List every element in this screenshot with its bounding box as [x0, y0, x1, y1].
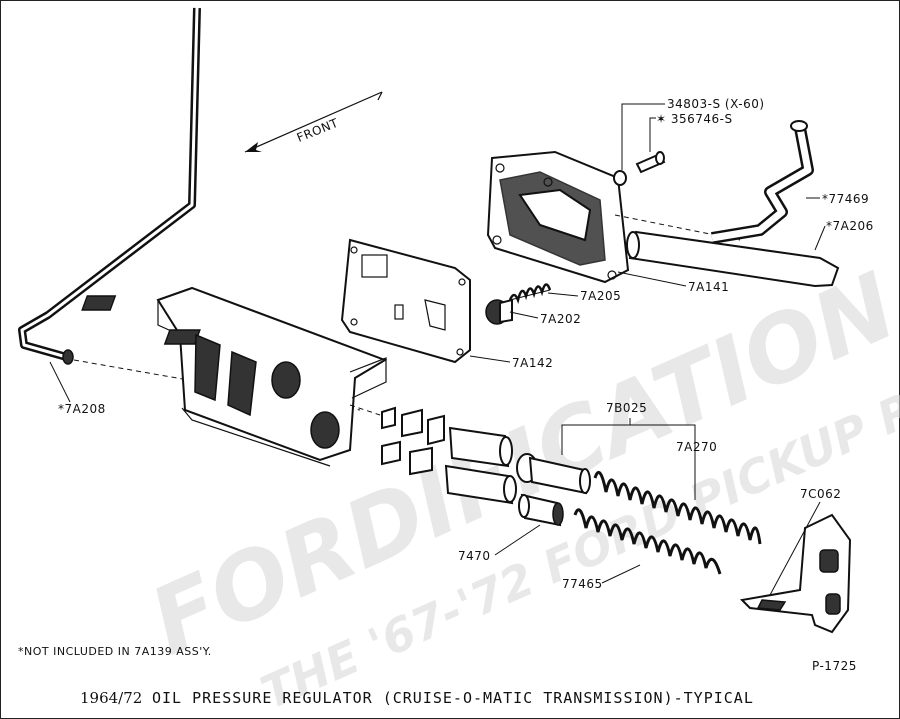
label-spring-7A270: 7A270: [676, 440, 717, 454]
cover-7A141: [486, 150, 630, 284]
spring-7A205: [508, 283, 552, 305]
spring-77465: [573, 508, 722, 575]
leader-lines: [49, 103, 826, 596]
axis-line-body: [349, 404, 381, 416]
tube-7A208: [18, 7, 201, 365]
label-spring-7A205: 7A205: [580, 289, 621, 303]
caption-title: OIL PRESSURE REGULATOR (CRUISE-O-MATIC T…: [152, 689, 754, 707]
tube-77469: [711, 120, 814, 244]
label-tube-7A208: *7A208: [58, 402, 106, 416]
footnote: *NOT INCLUDED IN 7A139 ASS'Y.: [18, 645, 212, 658]
regulator-body: [81, 286, 388, 467]
label-cover-7A141: 7A141: [688, 280, 729, 294]
label-bolt-a: 34803-S (X-60): [667, 97, 765, 111]
gasket-7A142: [340, 238, 471, 364]
part-labels: 34803-S (X-60) ✶ 356746-S *77469 *7A206 …: [58, 97, 874, 591]
label-bracket-7C062: 7C062: [800, 487, 841, 501]
valve-7A202: [485, 298, 513, 325]
spring-7A270: [593, 470, 762, 545]
label-gasket-7A142: 7A142: [512, 356, 553, 370]
label-valve-7B025: 7B025: [606, 401, 647, 415]
label-tube-7A206: *7A206: [826, 219, 874, 233]
axis-line-cover: [614, 214, 741, 241]
label-valve-7A202: 7A202: [540, 312, 581, 326]
label-bolt-b: ✶ 356746-S: [656, 112, 733, 126]
figure-number: P-1725: [812, 659, 857, 673]
sleeve-7470: [518, 493, 564, 527]
tube-7A206: [626, 230, 840, 288]
bolt-and-washer: [613, 151, 666, 186]
label-sleeve-7470: 7470: [458, 549, 491, 563]
valve-7B025-stack: [381, 406, 591, 505]
label-tube-77469: *77469: [822, 192, 869, 206]
front-arrow: FRONT: [244, 91, 383, 153]
caption-years: 1964/72: [80, 689, 142, 707]
label-spring-77465: 77465: [562, 577, 603, 591]
bracket-7C062: [739, 513, 852, 634]
